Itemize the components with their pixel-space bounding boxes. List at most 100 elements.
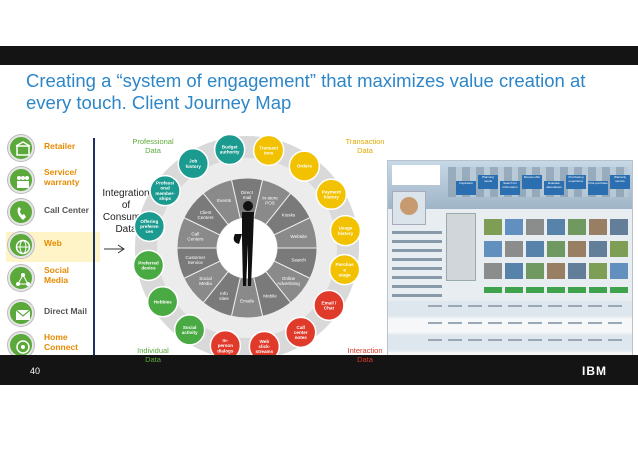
screenshot-stage-button: Purchasing experience — [566, 175, 586, 189]
service-people-icon — [8, 167, 34, 193]
screenshot-cell — [488, 322, 502, 324]
screenshot-avatar — [392, 191, 426, 225]
svg-text:Mobile: Mobile — [263, 293, 277, 298]
screenshot-cell — [448, 339, 462, 341]
screenshot-cell — [468, 322, 482, 324]
channel-label: Web — [44, 238, 62, 248]
screenshot-green-tag — [484, 287, 502, 293]
envelope-icon — [8, 300, 34, 326]
screenshot-thumbnail — [526, 219, 544, 235]
screenshot-cell — [488, 305, 502, 307]
screenshot-stage-button: Inspiration — [456, 181, 476, 195]
screenshot-thumbnail — [526, 241, 544, 257]
screenshot-cell — [568, 339, 582, 341]
channel-item: Direct Mail — [6, 300, 98, 330]
svg-text:Kiosks: Kiosks — [282, 213, 296, 218]
ibm-logo: IBM — [582, 364, 607, 378]
screenshot-thumbnail — [484, 219, 502, 235]
screenshot-cell — [528, 305, 542, 307]
right-arrow-icon — [104, 244, 125, 254]
screenshot-cell — [548, 322, 562, 324]
retail-store-icon — [8, 135, 34, 161]
screenshot-text-line — [392, 249, 442, 252]
screenshot-cell — [468, 339, 482, 341]
screenshot-green-tag — [589, 287, 607, 293]
screenshot-thumbnail — [547, 241, 565, 257]
screenshot-cell — [588, 305, 602, 307]
screenshot-cell — [528, 322, 542, 324]
screenshot-cell — [588, 339, 602, 341]
screenshot-thumbnail — [568, 219, 586, 235]
screenshot-text-line — [392, 267, 442, 270]
screenshot-text-line — [392, 294, 442, 297]
person-silhouette-icon — [233, 201, 254, 286]
channel-item: Call Center — [6, 199, 98, 229]
screenshot-stage-button: Warranty service — [610, 175, 630, 189]
screenshot-cell — [468, 305, 482, 307]
channel-label: Call Center — [44, 205, 89, 215]
svg-text:Emails: Emails — [240, 299, 254, 304]
integration-label-line: Integration — [102, 188, 150, 199]
svg-text:Events: Events — [217, 198, 232, 203]
screenshot-text-line — [392, 240, 442, 243]
screenshot-thumbnail — [568, 263, 586, 279]
screenshot-text-line — [392, 276, 442, 279]
screenshot-thumbnail — [610, 219, 628, 235]
screenshot-thumbnail — [547, 219, 565, 235]
screenshot-green-tag — [505, 287, 523, 293]
screenshot-text-line — [392, 258, 442, 261]
outer-node: Orders — [288, 150, 321, 182]
globe-icon — [8, 232, 34, 258]
screenshot-cell — [508, 339, 522, 341]
svg-text:Hobbies: Hobbies — [154, 299, 173, 304]
channel-label: Retailer — [44, 141, 76, 151]
screenshot-cell — [428, 339, 442, 341]
screenshot-cell — [448, 305, 462, 307]
screenshot-cell — [548, 339, 562, 341]
svg-text:Website: Website — [290, 234, 307, 239]
channel-item: Retailer — [6, 135, 98, 165]
channel-item: Service/warranty — [6, 167, 98, 197]
screenshot-face — [400, 197, 418, 215]
screenshot-row — [388, 301, 632, 316]
screenshot-cell — [508, 322, 522, 324]
screenshot-cell — [488, 339, 502, 341]
screenshot-thumbnail — [547, 263, 565, 279]
screenshot-cell — [428, 305, 442, 307]
screenshot-row — [388, 318, 632, 333]
screenshot-cell — [428, 322, 442, 324]
outer-node: Hobbies — [146, 285, 179, 318]
screenshot-fridge — [446, 213, 476, 281]
screenshot-thumbnail — [505, 263, 523, 279]
channel-item: Web — [6, 232, 98, 262]
screenshot-text-line — [392, 231, 442, 234]
screenshot-thumbnail — [610, 241, 628, 257]
screenshot-logo-box — [392, 165, 440, 185]
screenshot-thumbnail — [505, 241, 523, 257]
integration-label-line: of — [121, 200, 131, 211]
screenshot-stage-button: Post-purchase — [588, 181, 608, 195]
